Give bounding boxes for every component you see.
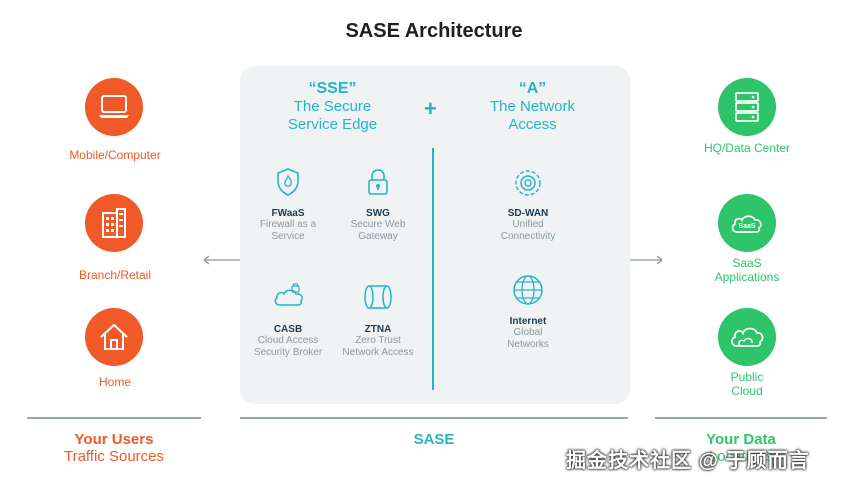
footer-users: Your Users Traffic Sources (27, 431, 201, 465)
data-item-label: Cloud (731, 384, 763, 398)
sase-panel (240, 66, 630, 404)
lock-icon (366, 167, 390, 202)
footer-users-subtitle: Traffic Sources (63, 448, 165, 465)
tunnel-icon (362, 283, 394, 316)
footer-data: Your Data Locations (655, 431, 827, 465)
data-item-label: SaaS (732, 256, 762, 270)
laptop-icon (85, 78, 143, 136)
data-item-hq: HQ/Data Center (672, 141, 822, 155)
data-item-label: HQ/Data Center (703, 141, 791, 155)
data-item-label: Applications (714, 270, 780, 284)
feature-internet: Internet Global Networks (480, 316, 576, 351)
panel-divider (432, 148, 434, 390)
sse-quote: “SSE” (308, 80, 357, 97)
feature-swg: SWG Secure Web Gateway (335, 208, 421, 243)
sse-line2: Service Edge (287, 116, 378, 133)
access-quote: “A” (518, 80, 547, 97)
feature-desc: Service (271, 231, 305, 242)
footer-users-title: Your Users (74, 431, 154, 448)
cloud-lock-icon (272, 283, 306, 314)
feature-desc: Unified (512, 219, 544, 230)
access-line1: The Network (489, 98, 576, 115)
access-header: “A” The Network Access (450, 80, 615, 134)
house-icon (85, 308, 143, 366)
data-item-public-cloud: Public Cloud (672, 370, 822, 398)
data-item-label: Public (730, 370, 764, 384)
footer-data-subtitle: Locations (708, 448, 774, 465)
feature-desc: Networks (507, 339, 549, 350)
feature-sdwan: SD-WAN Unified Connectivity (480, 208, 576, 243)
bidirectional-arrow-icon (202, 253, 252, 269)
plus-sign: + (424, 96, 437, 121)
network-gear-icon (513, 168, 543, 203)
sse-line1: The Secure (293, 98, 372, 115)
feature-title: ZTNA (364, 324, 392, 335)
feature-ztna: ZTNA Zero Trust Network Access (335, 324, 421, 359)
feature-casb: CASB Cloud Access Security Broker (245, 324, 331, 359)
saas-cloud-icon: SaaS (718, 194, 776, 252)
feature-desc: Global (513, 327, 543, 338)
feature-title: FWaaS (271, 208, 305, 219)
watermark: 掘金技术社区 @ 于顾而言 (566, 450, 810, 472)
footer-sase: SASE (413, 431, 455, 448)
feature-title: SWG (366, 208, 390, 219)
footer-rule-data (655, 417, 827, 419)
svg-text:SaaS: SaaS (738, 223, 755, 230)
feature-desc: Cloud Access (257, 335, 319, 346)
data-item-saas: SaaS Applications (672, 256, 822, 284)
feature-desc: Firewall as a (259, 219, 317, 230)
footer-rule-users (27, 417, 201, 419)
feature-title: Internet (509, 316, 547, 327)
footer-data-title: Your Data (706, 431, 776, 448)
feature-desc: Gateway (358, 231, 398, 242)
users-item-home: Home (98, 375, 131, 389)
sse-header: “SSE” The Secure Service Edge (250, 80, 415, 134)
cloud-icon (718, 308, 776, 366)
globe-icon (511, 273, 545, 312)
users-item-mobile: Mobile/Computer (69, 148, 161, 162)
footer-rule-sase (240, 417, 628, 419)
feature-desc: Secure Web (350, 219, 406, 230)
feature-desc: Connectivity (500, 231, 556, 242)
shield-icon (275, 167, 301, 202)
access-line2: Access (508, 116, 557, 133)
server-icon (718, 78, 776, 136)
feature-fwaas: FWaaS Firewall as a Service (245, 208, 331, 243)
users-item-branch: Branch/Retail (78, 268, 152, 282)
feature-desc: Security Broker (253, 347, 323, 358)
feature-desc: Zero Trust (355, 335, 401, 346)
feature-title: CASB (273, 324, 303, 335)
building-icon (85, 194, 143, 252)
diagram-title: SASE Architecture (345, 20, 523, 42)
feature-title: SD-WAN (507, 208, 549, 219)
feature-desc: Network Access (342, 347, 414, 358)
